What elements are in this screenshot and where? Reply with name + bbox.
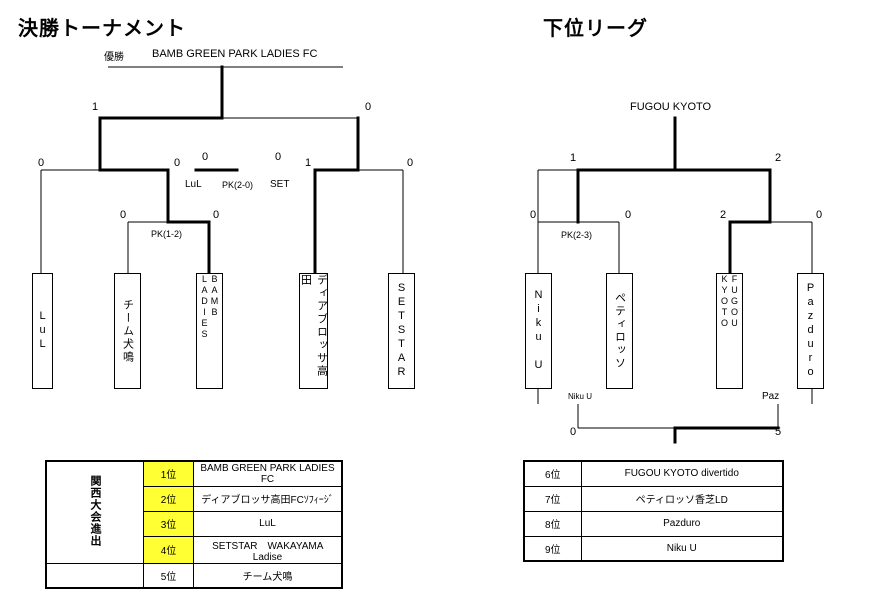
score: 0 bbox=[624, 209, 632, 221]
table-row: 8位 Pazduro bbox=[523, 510, 784, 537]
advance-label-cell: 関西大会進出 bbox=[45, 460, 144, 564]
lower-league-heading: 下位リーグ bbox=[543, 18, 648, 40]
score: 0 bbox=[529, 209, 537, 221]
advance-label: 関西大会進出 bbox=[89, 474, 101, 547]
team-name: Niku U bbox=[532, 289, 545, 373]
score: 2 bbox=[719, 209, 727, 221]
rank-cell: 4位 bbox=[143, 535, 194, 564]
team-cell: Pazduro bbox=[580, 510, 784, 537]
team-box: Pazduro bbox=[797, 273, 824, 389]
team-box: FUGOU KYOTO bbox=[716, 273, 743, 389]
team-cell: チーム犬鳴 bbox=[193, 562, 343, 589]
rank-cell: 5位 bbox=[143, 562, 194, 589]
score: 0 bbox=[37, 157, 45, 169]
score: 5 bbox=[774, 426, 782, 438]
team-cell: LuL bbox=[193, 510, 343, 537]
lower-winner: FUGOU KYOTO bbox=[630, 101, 712, 113]
team-box: BAMB LADIES bbox=[196, 273, 223, 389]
team-name: ペティロッソ bbox=[613, 292, 626, 370]
score: 0 bbox=[173, 157, 181, 169]
team-cell: ペティロッソ香芝LD bbox=[580, 485, 784, 512]
score: 0 bbox=[119, 209, 127, 221]
playoff-left-team: Niku U bbox=[568, 392, 593, 401]
rank-cell: 7位 bbox=[523, 485, 582, 512]
score: 2 bbox=[774, 152, 782, 164]
table-row: 9位 Niku U bbox=[523, 535, 784, 562]
final-results-table: 関西大会進出 1位 BAMB GREEN PARK LADIES FC 2位 デ… bbox=[45, 460, 343, 589]
score: 1 bbox=[304, 157, 312, 169]
rank-cell: 1位 bbox=[143, 460, 194, 487]
center-match-pk: PK(2-0) bbox=[222, 180, 254, 190]
team-name: チーム犬鳴 bbox=[121, 298, 134, 364]
table-row: 5位 チーム犬鳴 bbox=[45, 562, 343, 589]
table-row: 2位 ディアブロッサ高田FCｿﾌｨｰｼﾞ bbox=[46, 485, 343, 512]
team-box: ディアブロッサ高田 bbox=[299, 273, 328, 389]
rank-cell: 9位 bbox=[523, 535, 582, 562]
table-row: 関西大会進出 1位 BAMB GREEN PARK LADIES FC bbox=[45, 460, 343, 564]
score: 0 bbox=[212, 209, 220, 221]
winner-team: BAMB GREEN PARK LADIES FC bbox=[152, 48, 318, 60]
team-name: ディアブロッサ高田 bbox=[299, 274, 328, 378]
team-box: ペティロッソ bbox=[606, 273, 633, 389]
team-name: LuL bbox=[36, 310, 49, 352]
center-match-right-team: SET bbox=[270, 179, 290, 190]
rank-cell: 8位 bbox=[523, 510, 582, 537]
score: 0 bbox=[406, 157, 414, 169]
lower-pk: PK(2-3) bbox=[561, 230, 593, 240]
winner-label: 優勝 bbox=[104, 52, 124, 63]
playoff-right-team: Paz bbox=[762, 391, 780, 402]
team-cell: BAMB GREEN PARK LADIES FC bbox=[193, 460, 343, 487]
team-box: LuL bbox=[32, 273, 53, 389]
score: 0 bbox=[364, 101, 372, 113]
score: 1 bbox=[569, 152, 577, 164]
team-cell: FUGOU KYOTO divertido bbox=[580, 460, 784, 487]
score: 0 bbox=[815, 209, 823, 221]
team-box: SETSTAR bbox=[388, 273, 415, 389]
center-match-left-team: LuL bbox=[185, 179, 202, 190]
team-box: Niku U bbox=[525, 273, 552, 389]
team-name: FUGOU KYOTO bbox=[719, 274, 740, 329]
score: 1 bbox=[91, 101, 99, 113]
score: 0 bbox=[274, 151, 282, 163]
empty-cell bbox=[45, 562, 144, 589]
score: 0 bbox=[201, 151, 209, 163]
team-cell: SETSTAR WAKAYAMA Ladise bbox=[193, 535, 343, 564]
lower-results-table: 6位 FUGOU KYOTO divertido 7位 ペティロッソ香芝LD 8… bbox=[523, 460, 784, 562]
team-name: BAMB LADIES bbox=[199, 274, 220, 340]
team-name: SETSTAR bbox=[395, 282, 408, 380]
team-cell: Niku U bbox=[580, 535, 784, 562]
rank-cell: 2位 bbox=[143, 485, 194, 512]
team-box: チーム犬鳴 bbox=[114, 273, 141, 389]
score: 0 bbox=[569, 426, 577, 438]
table-row: 7位 ペティロッソ香芝LD bbox=[523, 485, 784, 512]
rank-cell: 3位 bbox=[143, 510, 194, 537]
table-row: 4位 SETSTAR WAKAYAMA Ladise bbox=[46, 535, 343, 564]
team-name: Pazduro bbox=[804, 282, 817, 380]
table-row: 6位 FUGOU KYOTO divertido bbox=[523, 460, 784, 487]
team-cell: ディアブロッサ高田FCｿﾌｨｰｼﾞ bbox=[193, 485, 343, 512]
qf-pk: PK(1-2) bbox=[151, 229, 183, 239]
final-tournament-heading: 決勝トーナメント bbox=[18, 18, 186, 40]
rank-cell: 6位 bbox=[523, 460, 582, 487]
